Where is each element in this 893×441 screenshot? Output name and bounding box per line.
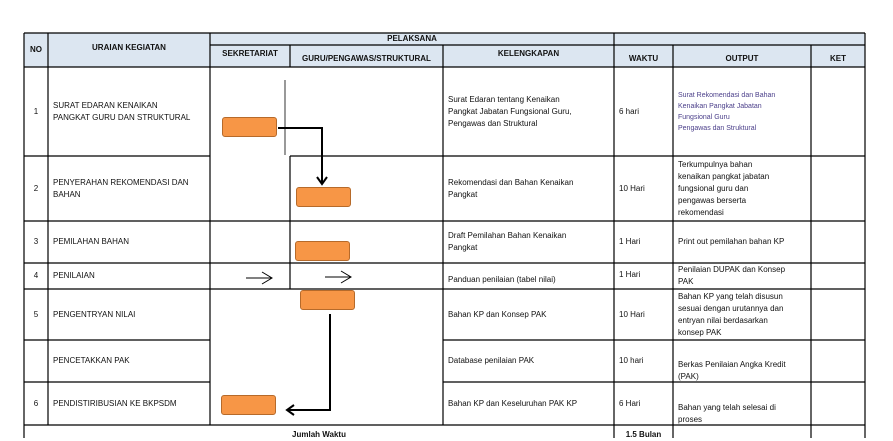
row-no: 4 <box>33 271 39 280</box>
row-waktu: 10 Hari <box>619 309 645 319</box>
row-waktu: 6 hari <box>619 106 640 116</box>
header-kelengkapan: KELENGKAPAN <box>497 49 560 58</box>
header-ket: KET <box>830 53 846 63</box>
row-output: Berkas Penilaian Angka Kredit (PAK) <box>678 360 786 381</box>
process-box <box>296 187 351 207</box>
header-output: OUTPUT <box>725 53 759 63</box>
arrow-right-icon <box>246 271 273 285</box>
row-waktu: 10 hari <box>619 356 644 365</box>
header-sekretariat: SEKRETARIAT <box>222 49 278 58</box>
header-bg <box>24 33 865 67</box>
header-uraian: URAIAN KEGIATAN <box>92 43 166 52</box>
header-pelaksana: PELAKSANA <box>387 34 437 43</box>
row-output: Print out pemilahan bahan KP <box>678 237 785 246</box>
arrowhead-icon <box>316 176 328 186</box>
total-value: 1.5 Bulan <box>625 430 662 439</box>
row-kelengkapan: Database penilaian PAK <box>448 356 535 365</box>
row-waktu: 10 Hari <box>619 183 645 193</box>
row-output: Bahan yang telah selesai di proses <box>678 402 776 424</box>
row-uraian: PENGENTRYAN NILAI <box>53 309 136 319</box>
row-kelengkapan: Panduan penilaian (tabel nilai) <box>448 275 556 284</box>
row-output: Bahan KP yang telah disusun sesuai denga… <box>678 291 784 337</box>
row-waktu: 6 Hari <box>619 398 641 408</box>
row-no: 2 <box>33 183 39 193</box>
row-kelengkapan: Draft Pemilahan Bahan Kenaikan Pangkat <box>448 231 567 252</box>
row-waktu: 1 Hari <box>619 237 641 246</box>
row-kelengkapan: Rekomendasi dan Bahan Kenaikan Pangkat <box>448 177 574 199</box>
process-box <box>295 241 350 261</box>
row-no: 5 <box>33 309 39 319</box>
total-label: Jumlah Waktu <box>292 430 346 439</box>
connector-arrow <box>278 127 323 183</box>
row-uraian: SURAT EDARAN KENAIKAN PANGKAT GURU DAN S… <box>53 100 191 122</box>
arrow-right-icon <box>325 270 352 284</box>
row-output: Terkumpulnya bahan kenaikan pangkat jaba… <box>678 159 770 217</box>
row-no: 3 <box>33 237 39 246</box>
row-kelengkapan: Surat Edaran tentang Kenaikan Pangkat Ja… <box>448 94 572 128</box>
process-box <box>300 290 355 310</box>
row-no: 6 <box>33 398 39 408</box>
row-waktu: 1 Hari <box>619 270 641 279</box>
row-uraian: PENYERAHAN REKOMENDASI DAN BAHAN <box>53 177 189 199</box>
row-uraian: PEMILAHAN BAHAN <box>53 237 130 246</box>
row-kelengkapan: Bahan KP dan Keseluruhan PAK KP <box>448 398 578 408</box>
header-no: NO <box>30 45 42 54</box>
row-uraian: PENDISTIRIBUSIAN KE BKPSDM <box>53 398 177 408</box>
row-uraian: PENCETAKKAN PAK <box>53 356 130 365</box>
header-guru: GURU/PENGAWAS/STRUKTURAL <box>302 53 431 63</box>
row-kelengkapan: Bahan KP dan Konsep PAK <box>448 309 547 319</box>
process-box <box>222 117 277 137</box>
row-output: Surat Rekomendasi dan Bahan Kenaikan Pan… <box>678 91 776 132</box>
row-uraian: PENILAIAN <box>53 271 95 280</box>
row-no: 1 <box>33 106 39 116</box>
arrowhead-icon <box>285 404 295 416</box>
connector-arrow <box>288 314 331 411</box>
process-box <box>221 395 276 415</box>
row-output: Penilaian DUPAK dan Konsep PAK <box>678 265 786 286</box>
header-waktu: WAKTU <box>628 53 659 63</box>
